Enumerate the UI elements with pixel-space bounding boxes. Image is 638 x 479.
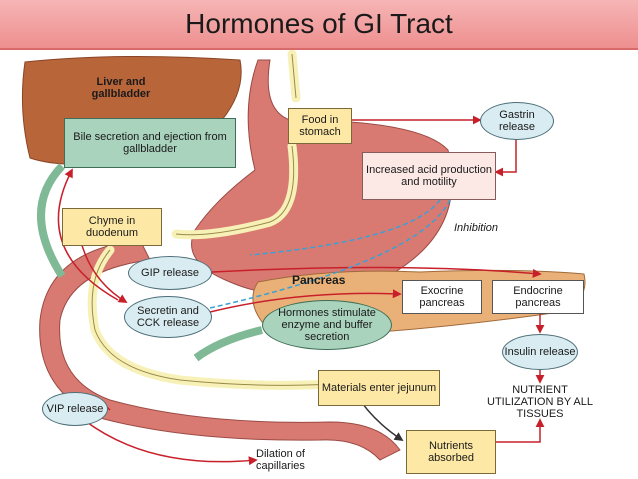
arrow-gip-endocrine [211, 266, 542, 278]
box-chyme-duodenum: Chyme in duodenum [62, 208, 162, 246]
arrow-vip-dilation [83, 419, 258, 466]
arrow-nutrients-utilization [496, 418, 545, 443]
food-path-edge [91, 53, 331, 386]
box-nutrients-absorbed: Nutrients absorbed [406, 430, 496, 474]
box-bile-secretion: Bile secretion and ejection from gallbla… [64, 118, 236, 168]
arrow-gastrin-acid [494, 138, 517, 177]
label-dilation-capillaries: Dilation of capillaries [256, 448, 305, 472]
oval-vip-release: VIP release [42, 392, 108, 426]
oval-hormones-stimulate: Hormones stimulate enzyme and buffer sec… [262, 300, 392, 350]
oval-secretin-cck-release: Secretin and CCK release [124, 296, 212, 338]
title-bar: Hormones of GI Tract [0, 0, 638, 50]
box-food-in-stomach: Food in stomach [288, 108, 352, 144]
hormone-arrow [193, 326, 263, 362]
inhibition-line-1 [249, 199, 441, 256]
bile-arrow [37, 163, 66, 279]
box-exocrine-pancreas: Exocrine pancreas [402, 280, 482, 314]
box-endocrine-pancreas: Endocrine pancreas [492, 280, 584, 314]
label-liver: Liver and gallbladder [91, 76, 151, 100]
oval-gastrin-release: Gastrin release [480, 102, 554, 140]
diagram: Liver and gallbladder Bile secretion and… [0, 50, 638, 479]
intestine-shape [39, 239, 401, 461]
label-nutrient-utilization: NUTRIENT UTILIZATION BY ALL TISSUES [487, 384, 593, 420]
box-materials-jejunum: Materials enter jejunum [318, 370, 440, 406]
label-inhibition: Inhibition [454, 222, 499, 234]
arrow-chyme-secretin [79, 237, 128, 303]
inhibition-line-2 [209, 199, 451, 309]
box-increased-acid: Increased acid production and motility [362, 152, 496, 200]
oval-gip-release: GIP release [128, 256, 212, 290]
label-pancreas: Pancreas [292, 273, 346, 287]
arrow-secretin-exocrine [209, 289, 402, 313]
oval-insulin-release: Insulin release [502, 334, 578, 370]
page-title: Hormones of GI Tract [185, 8, 453, 39]
